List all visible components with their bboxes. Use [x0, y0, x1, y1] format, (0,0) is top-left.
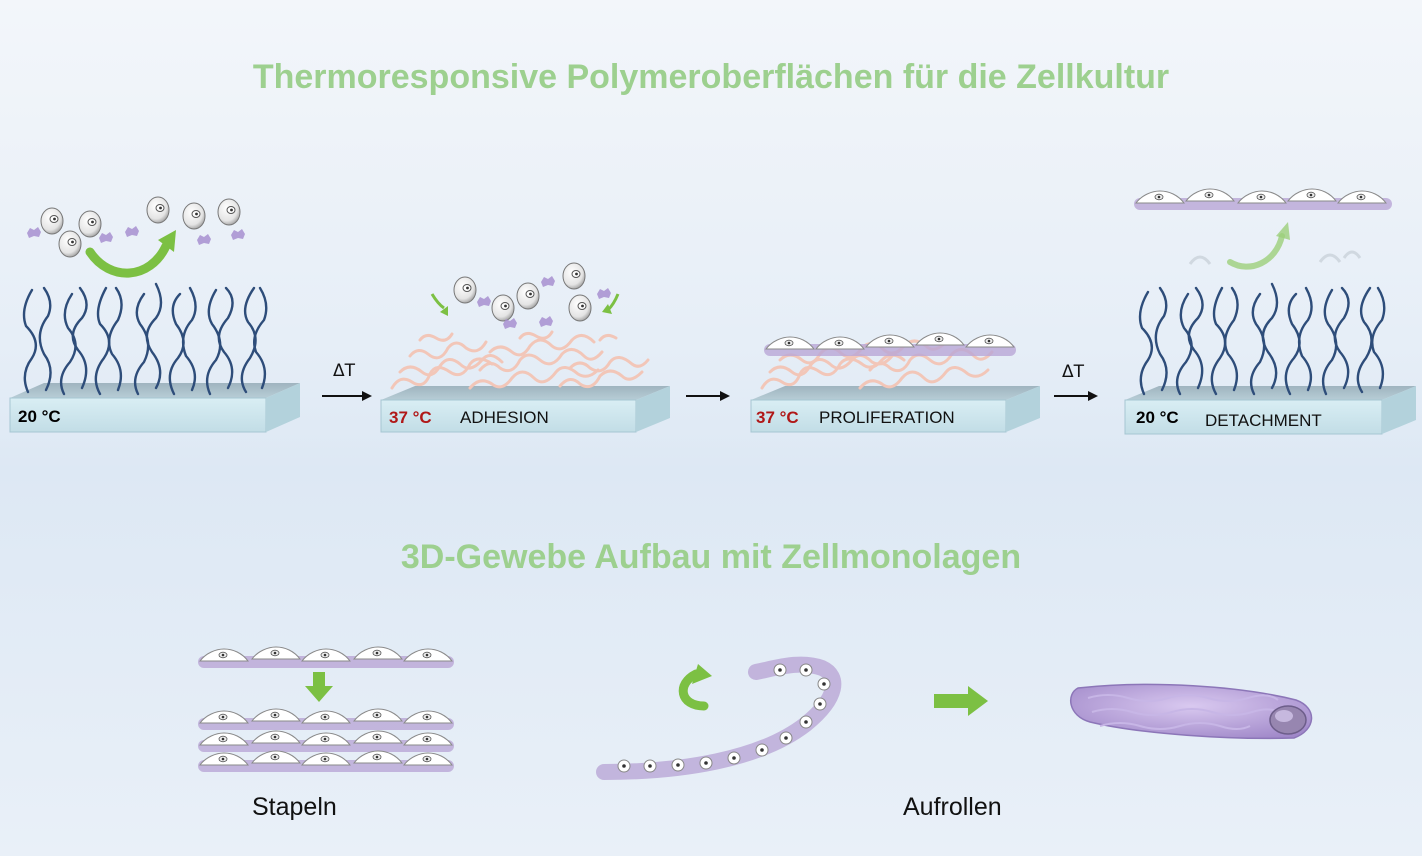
step4-polymer-chains: [1140, 284, 1384, 394]
step4-label: DETACHMENT: [1205, 411, 1322, 431]
step1-suspended-cells: [27, 197, 245, 257]
roll-right-arrow: [934, 686, 988, 716]
step4-detached-sheet: [1134, 189, 1392, 210]
transition-arrow-2: [686, 391, 730, 401]
step2-temperature: 37 °C: [389, 408, 432, 428]
step2-collapsed-polymer: [392, 332, 648, 388]
transition-arrow-3: [1054, 391, 1098, 401]
step3-temperature: 37 °C: [756, 408, 799, 428]
caption-stack: Stapeln: [252, 793, 337, 822]
roll-curved-arrow: [683, 664, 712, 706]
step3-cell-sheet: [764, 333, 1016, 356]
delta-t-label-1: ΔT: [333, 361, 355, 381]
step2-label: ADHESION: [460, 408, 549, 428]
stack-layers: [198, 709, 454, 772]
step4-detach-arrow: [1190, 222, 1360, 267]
step3-label: PROLIFERATION: [819, 408, 955, 428]
stack-top-sheet: [198, 647, 454, 668]
step1-polymer-chains: [24, 284, 266, 394]
transition-arrow-1: [322, 391, 372, 401]
rolled-tube: [1071, 684, 1312, 738]
roll-curved-sheet: [604, 664, 833, 772]
delta-t-label-2: ΔT: [1062, 362, 1084, 382]
step4-temperature: 20 °C: [1136, 408, 1179, 428]
step2-suspended-cells: [454, 263, 611, 329]
stack-down-arrow: [305, 672, 333, 702]
caption-roll: Aufrollen: [903, 793, 1002, 822]
step1-temperature: 20 °C: [18, 407, 61, 427]
